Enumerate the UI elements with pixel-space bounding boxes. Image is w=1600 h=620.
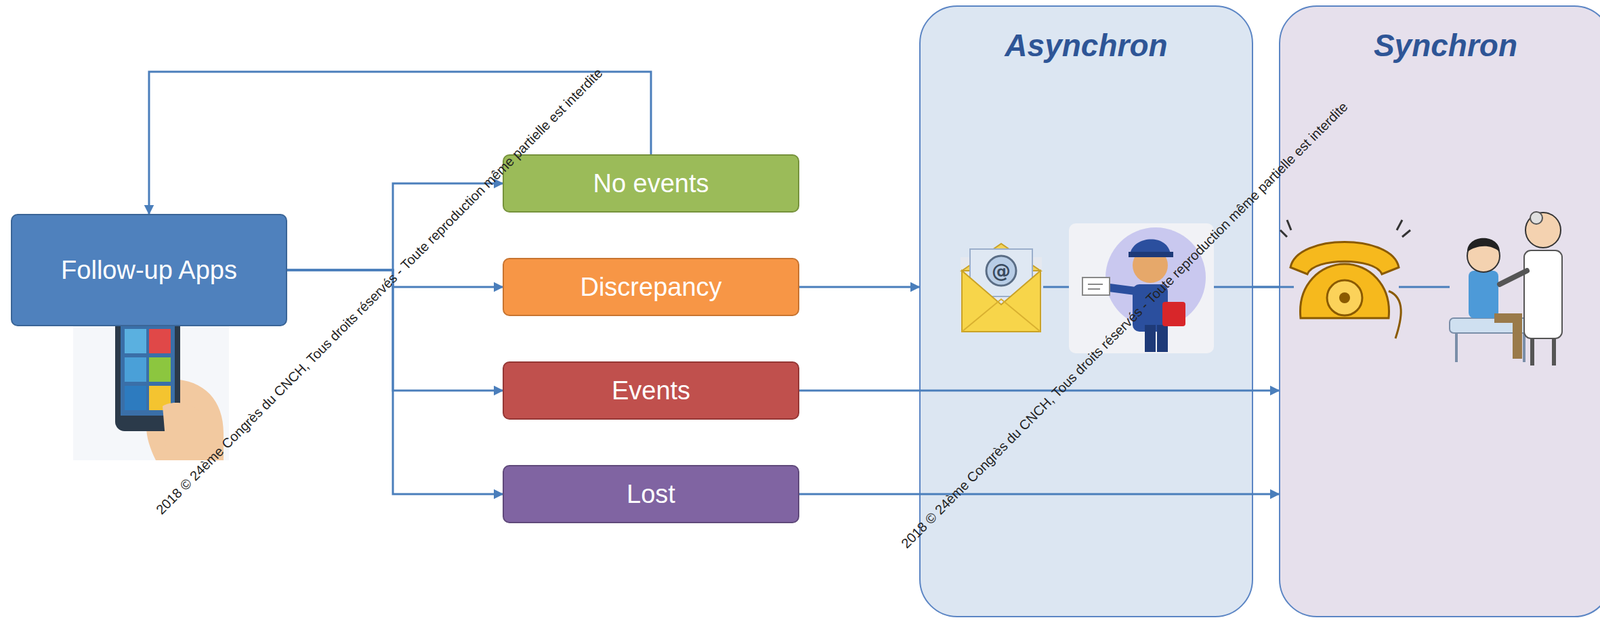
flow-connector — [799, 286, 920, 289]
status-box: Events — [502, 361, 800, 420]
box-label: Lost — [626, 480, 676, 510]
app-box: Follow-up Apps — [10, 214, 288, 327]
status-box: Lost — [502, 465, 800, 524]
envelope-icon: @ — [960, 243, 1042, 332]
status-box: Discrepancy — [502, 258, 800, 317]
flow-connector — [799, 390, 1279, 393]
status-box: No events — [502, 154, 800, 213]
smartphone-icon — [73, 304, 229, 461]
box-label: Discrepancy — [579, 272, 722, 303]
doctor-patient-icon — [1449, 212, 1563, 366]
panel-heading: Synchron — [1280, 27, 1600, 64]
flow-connector — [799, 493, 1279, 496]
box-label: Events — [611, 376, 691, 406]
telephone-icon — [1280, 220, 1411, 339]
flow-connector — [287, 270, 503, 495]
flow-connector — [287, 270, 503, 391]
box-label: Follow-up Apps — [60, 256, 238, 286]
postman-icon — [1068, 223, 1214, 354]
box-label: No events — [592, 169, 709, 199]
panel-heading: Asynchron — [920, 27, 1252, 64]
svg-text:@: @ — [991, 260, 1011, 283]
